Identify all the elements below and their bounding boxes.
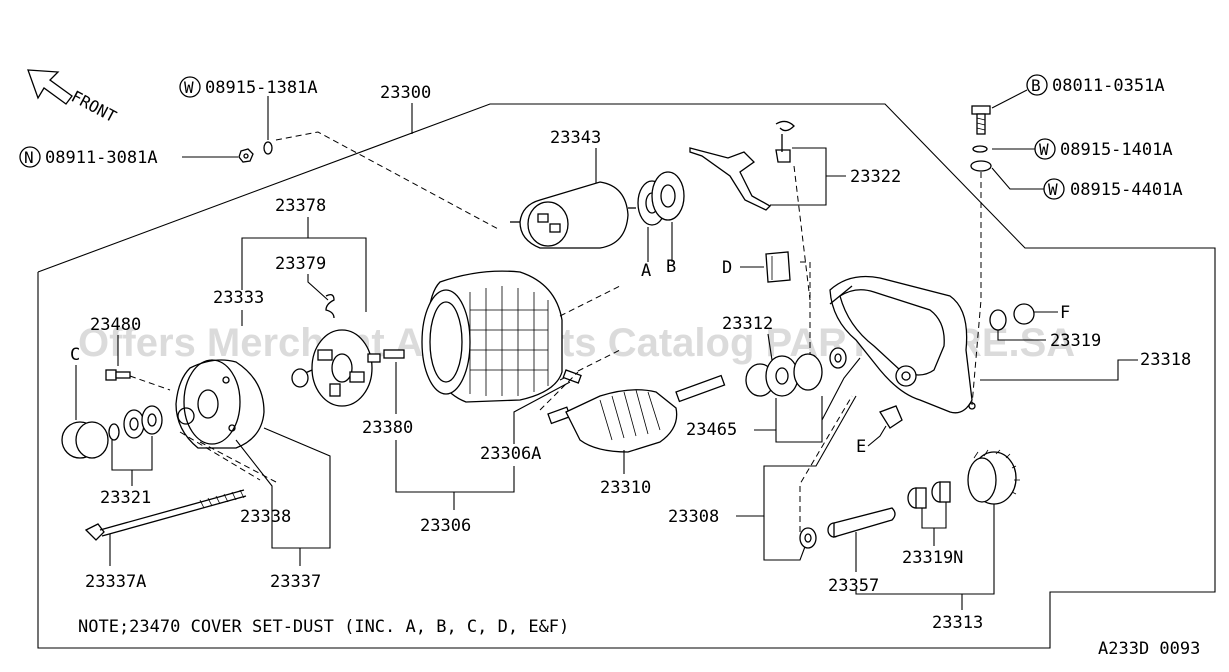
- letter-d[interactable]: D: [722, 258, 732, 278]
- armature: [547, 374, 726, 453]
- letter-a[interactable]: A: [641, 261, 651, 281]
- svg-text:W: W: [1039, 140, 1049, 159]
- letter-e[interactable]: E: [856, 437, 866, 457]
- letter-f[interactable]: F: [1060, 303, 1070, 323]
- letter-b[interactable]: B: [666, 257, 676, 277]
- callout-08915-1381A[interactable]: W 08915-1381A: [179, 76, 318, 140]
- part-23312[interactable]: 23312: [722, 314, 773, 334]
- front-label: FRONT: [68, 87, 120, 127]
- note-text: NOTE;23470 COVER SET-DUST (INC. A, B, C,…: [78, 617, 569, 637]
- e-ring: [108, 423, 120, 441]
- part-23322[interactable]: 23322: [850, 167, 901, 187]
- solenoid-switch: [510, 181, 636, 249]
- part-23306[interactable]: 23306: [420, 516, 471, 536]
- part-23480[interactable]: 23480: [90, 315, 141, 335]
- part-23308[interactable]: 23308: [668, 507, 719, 527]
- solenoid-plate: [651, 171, 685, 221]
- svg-text:08911-3081A: 08911-3081A: [45, 148, 158, 168]
- part-23357[interactable]: 23357: [828, 576, 879, 596]
- through-bolt: [84, 489, 247, 541]
- assembly-boundary: [37, 103, 1216, 649]
- bushing: [989, 309, 1007, 331]
- part-23343[interactable]: 23343: [550, 128, 601, 148]
- part-23313[interactable]: 23313: [932, 613, 983, 633]
- field-pin: [383, 349, 405, 359]
- svg-text:08915-1401A: 08915-1401A: [1060, 140, 1173, 160]
- brush-holder-stud: [291, 353, 381, 388]
- plate-washer: [123, 409, 145, 439]
- callout-08911-3081A[interactable]: N 08911-3081A: [19, 146, 238, 168]
- part-23379[interactable]: 23379: [275, 254, 326, 274]
- part-23319N[interactable]: 23319N: [902, 548, 963, 568]
- collar-ring: [829, 347, 847, 369]
- svg-text:W: W: [184, 78, 194, 97]
- svg-text:08011-0351A: 08011-0351A: [1052, 76, 1165, 96]
- drive-housing: [829, 275, 976, 414]
- pinion-clutch: [745, 353, 823, 397]
- svg-text:N: N: [24, 148, 34, 167]
- part-23319[interactable]: 23319: [1050, 331, 1101, 351]
- svg-text:08915-1381A: 08915-1381A: [205, 78, 318, 98]
- flat-washer-icon: [970, 160, 992, 172]
- part-23333[interactable]: 23333: [213, 288, 264, 308]
- part-23321[interactable]: 23321: [100, 488, 151, 508]
- svg-text:08915-4401A: 08915-4401A: [1070, 180, 1183, 200]
- bolt-icon: [971, 105, 991, 135]
- ref-code: A233D 0093: [1098, 639, 1200, 659]
- svg-text:W: W: [1048, 180, 1058, 199]
- yoke-field-frame: [421, 270, 563, 403]
- callout-08915-4401A[interactable]: W 08915-4401A: [991, 167, 1183, 200]
- dust-cap-c: [61, 421, 109, 459]
- part-23378[interactable]: 23378: [275, 196, 326, 216]
- brush-holder: [311, 329, 373, 407]
- svg-text:B: B: [1031, 76, 1041, 95]
- small-screw-icon: [105, 369, 131, 381]
- idler-gear: [967, 449, 1020, 505]
- nut-icon: [238, 148, 254, 163]
- part-23380[interactable]: 23380: [362, 418, 413, 438]
- part-23310[interactable]: 23310: [600, 478, 651, 498]
- part-23300[interactable]: 23300: [380, 83, 431, 103]
- part-23337[interactable]: 23337: [270, 572, 321, 592]
- stop-washer: [799, 527, 817, 549]
- part-23318[interactable]: 23318: [1140, 350, 1191, 370]
- washer-icon: [263, 141, 273, 155]
- letter-c[interactable]: C: [70, 345, 80, 365]
- thrust-washer: [141, 405, 163, 435]
- rear-end-frame: [175, 359, 265, 449]
- spring-washer-icon: [972, 145, 988, 153]
- pinion-shaft: [827, 507, 896, 538]
- grommet-d: [765, 251, 791, 283]
- brush-spring: [325, 294, 335, 319]
- return-spring: [775, 120, 795, 163]
- callout-08011-0351A[interactable]: B 08011-0351A: [991, 74, 1165, 109]
- shift-lever: [689, 147, 772, 211]
- bushing-pair: [907, 481, 951, 509]
- dust-cap-f: [1013, 303, 1035, 325]
- part-23465[interactable]: 23465: [686, 420, 737, 440]
- yoke-screw: [562, 369, 582, 384]
- part-23306A[interactable]: 23306A: [480, 444, 541, 464]
- part-23337A[interactable]: 23337A: [85, 572, 146, 592]
- part-23338[interactable]: 23338: [240, 507, 291, 527]
- front-arrow-icon: [27, 69, 73, 105]
- grommet-e: [879, 405, 903, 429]
- callout-08915-1401A[interactable]: W 08915-1401A: [992, 138, 1173, 160]
